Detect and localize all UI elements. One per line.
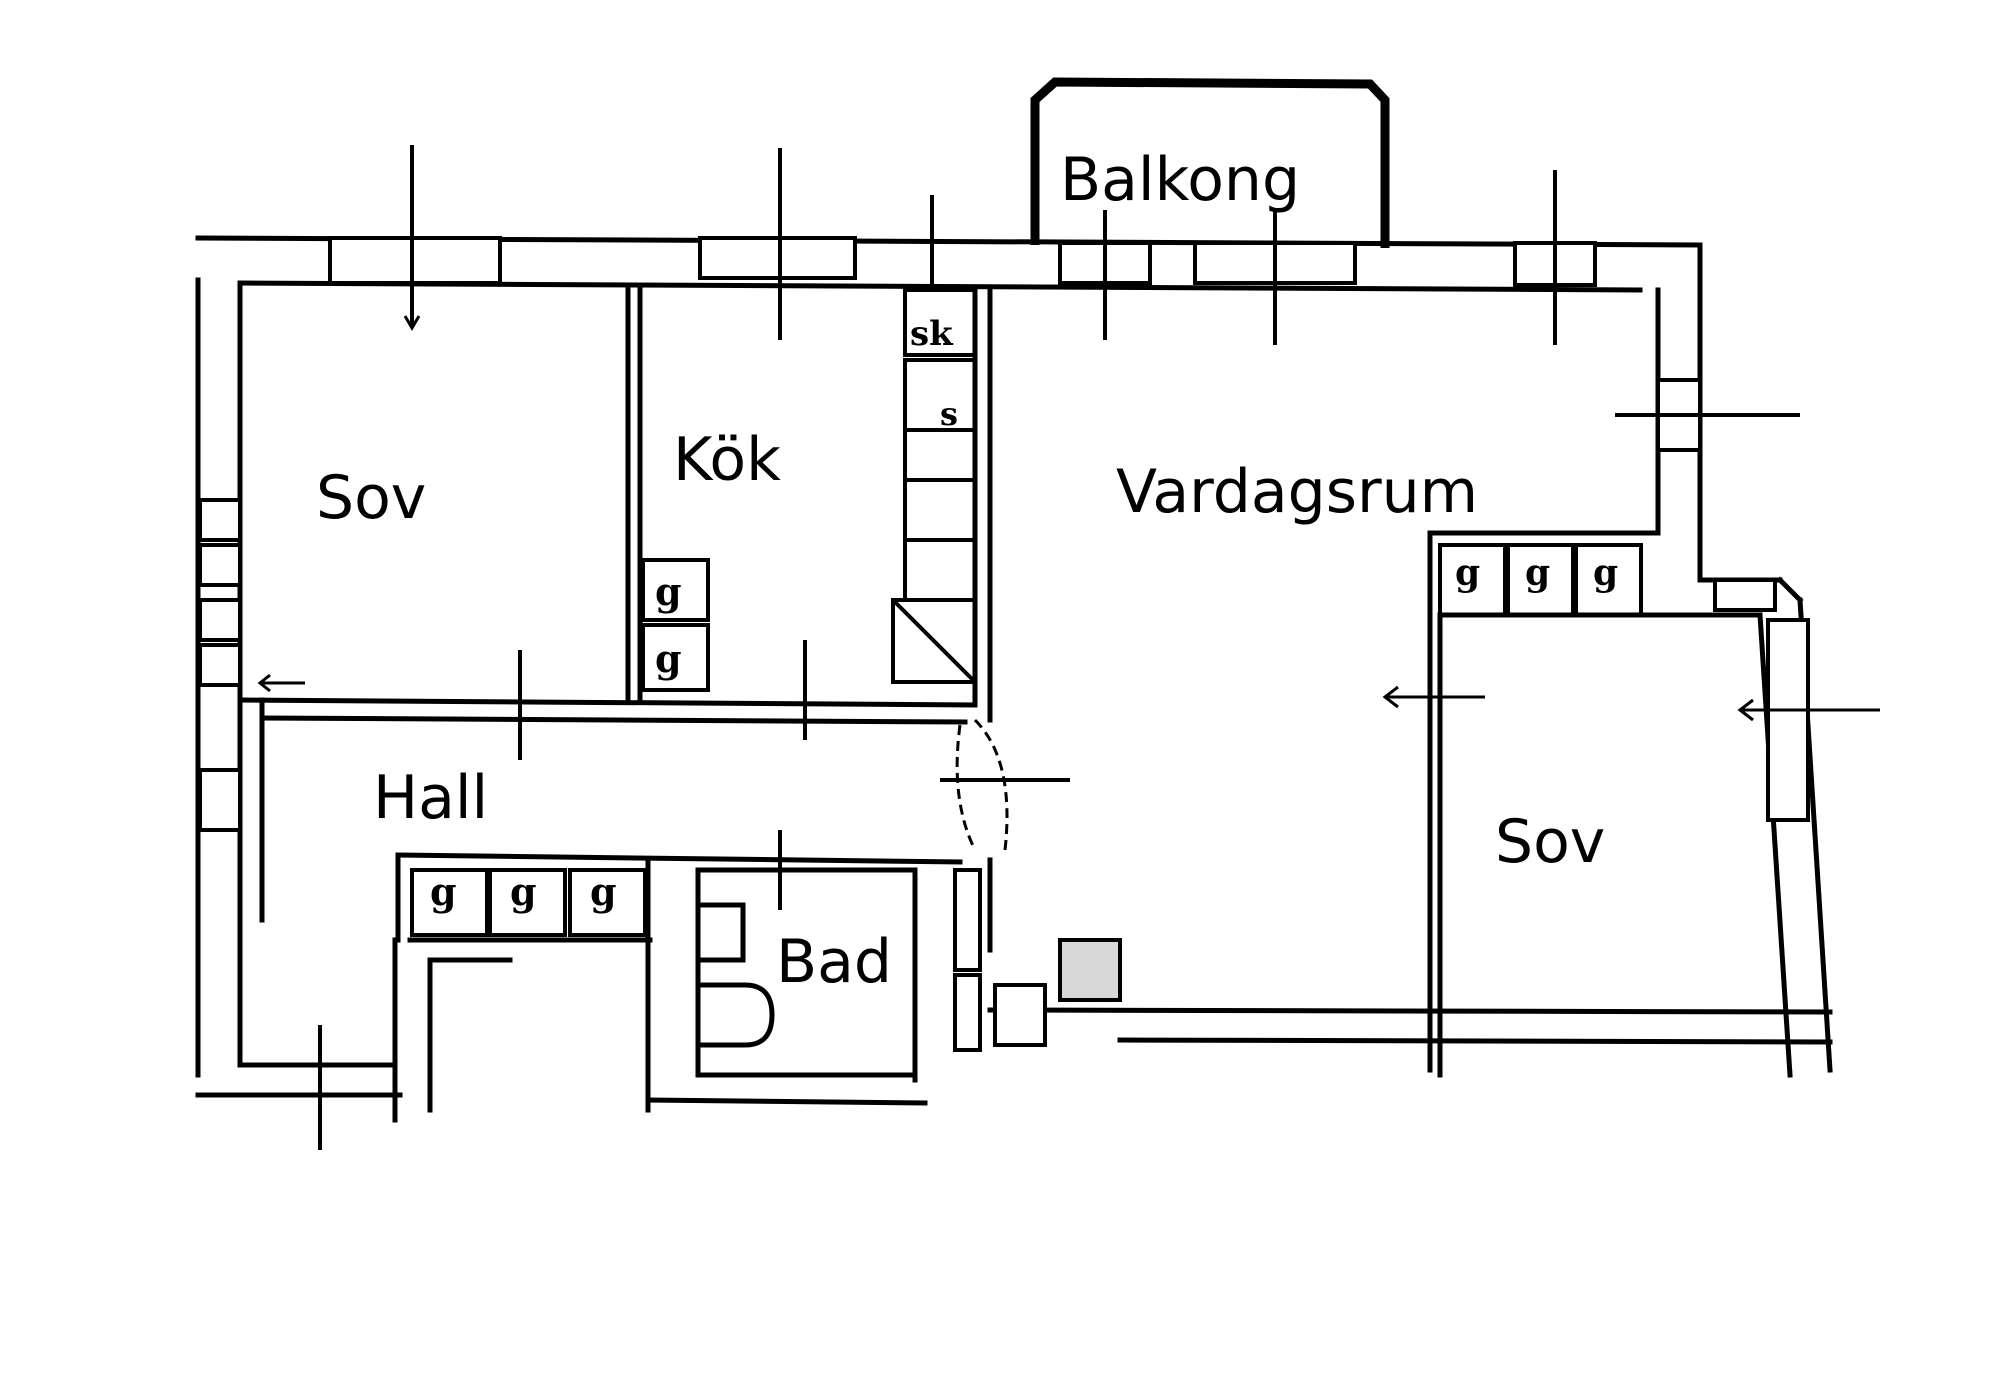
closets (410, 543, 1643, 937)
garderob-label-kok-2: g (655, 636, 682, 681)
window-west-3 (198, 598, 242, 642)
bay-wall-inner (1757, 612, 1793, 1078)
mark-labels: sk s g g g g g g g g (430, 314, 1618, 914)
garderob-label-hall-2: g (510, 869, 537, 914)
window-west-1 (198, 498, 242, 542)
garderob-label-hall-3: g (590, 869, 617, 914)
garderob-label-kok-1: g (655, 569, 682, 614)
room-label-hall: Hall (373, 763, 488, 833)
window-west-5 (198, 768, 242, 832)
sov-garderob-3 (1574, 543, 1643, 617)
arrows (257, 315, 1880, 722)
window-west-4 (198, 643, 242, 687)
room-label-kok: Kök (673, 425, 781, 495)
south-wall-east (987, 1007, 1833, 1015)
room-label-sov-right: Sov (1495, 807, 1605, 877)
sov-hall-wall (237, 697, 978, 708)
toilet (695, 982, 775, 1048)
south-wall-east-outer (1117, 1037, 1833, 1045)
window-kok (698, 236, 857, 280)
bathroom-fixtures (695, 902, 775, 1048)
stove (891, 598, 977, 684)
room-label-vardagsrum: Vardagsrum (1116, 457, 1478, 527)
vent-2 (953, 973, 982, 1052)
room-label-balkong: Balkong (1060, 145, 1300, 215)
sov-garderob-2 (1506, 543, 1575, 617)
room-labels: Balkong Sov Kök Vardagsrum Hall Bad Sov (316, 145, 1605, 997)
door-vardagsrum (973, 718, 1009, 851)
vent-1 (953, 868, 982, 972)
window-sov-left (328, 236, 502, 285)
hall-south-wall (395, 852, 963, 865)
window-bay (1766, 618, 1810, 822)
kitchen-fixtures (641, 288, 977, 692)
kok-garderob-1 (641, 558, 710, 622)
door-vardagsrum-2 (955, 724, 977, 851)
east-bay-corner (1776, 576, 1804, 604)
garderob-label-hall-1: g (430, 869, 457, 914)
balcony (1030, 77, 1390, 248)
sov-garderob-1 (1438, 543, 1507, 617)
vent-3 (993, 983, 1047, 1047)
hall-garderob-3 (568, 868, 647, 937)
axis-lines (318, 145, 1800, 1150)
skafferi-label: sk (910, 314, 954, 354)
doors (955, 718, 1009, 851)
window-bay-top (1713, 578, 1777, 612)
room-label-bad: Bad (776, 927, 892, 997)
stove-diagonal (891, 598, 977, 684)
kok-garderob-2 (641, 623, 710, 692)
walls (195, 235, 1833, 1123)
skafferi-box (903, 288, 977, 357)
hall-garderob-2 (488, 868, 567, 937)
garderob-label-sov-1: g (1455, 552, 1480, 594)
hall-garderob-1 (410, 868, 489, 937)
sov-hall-wall-inner (259, 715, 968, 725)
bad-south-outer (645, 1097, 928, 1106)
vent-4 (1058, 938, 1122, 1002)
room-label-sov-left: Sov (316, 463, 426, 533)
skap-label: s (940, 395, 958, 433)
garderob-label-sov-2: g (1525, 552, 1550, 594)
garderob-label-sov-3: g (1593, 552, 1618, 594)
sink (695, 902, 746, 963)
window-west-2 (198, 543, 242, 587)
